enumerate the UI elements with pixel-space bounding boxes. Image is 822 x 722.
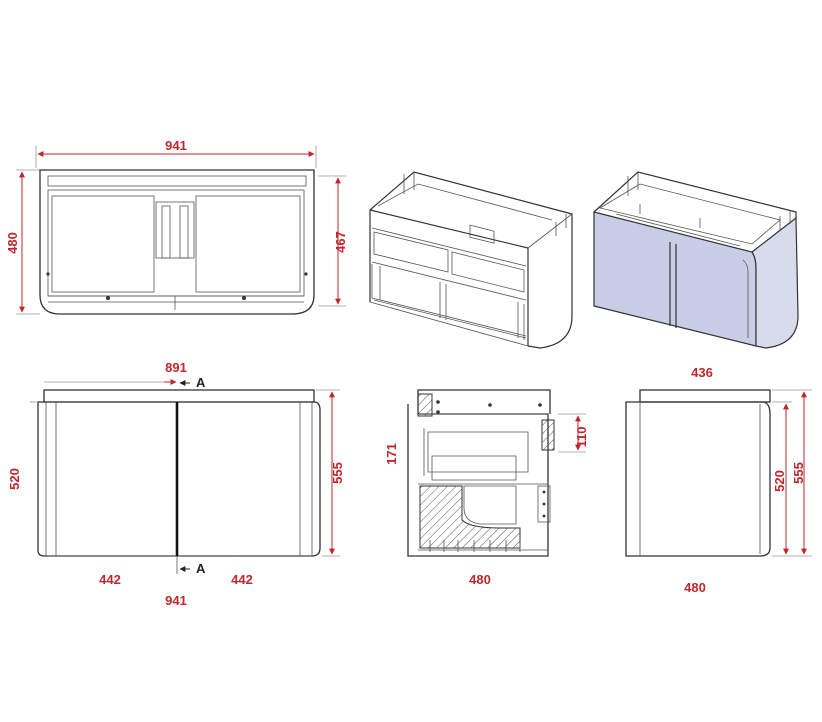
dim-side-depth: 480 bbox=[684, 580, 706, 595]
iso-view-closed bbox=[593, 171, 799, 349]
dim-front-overall-width: 941 bbox=[165, 593, 187, 608]
dim-top-inner-depth: 467 bbox=[333, 231, 348, 253]
dim-top-width: 941 bbox=[165, 138, 187, 153]
dim-front-height-total: 555 bbox=[330, 462, 345, 484]
section-mark-bottom: A bbox=[196, 561, 206, 576]
section-view: 110 171 480 bbox=[384, 389, 589, 587]
dim-front-door-right: 442 bbox=[231, 572, 253, 587]
dim-section-drawer-front: 171 bbox=[384, 443, 399, 465]
dim-front-inner-width: 891 bbox=[165, 360, 187, 375]
dim-section-top-offset: 110 bbox=[574, 427, 589, 448]
side-view: 436 520 555 480 bbox=[625, 365, 812, 595]
dim-front-door-left: 442 bbox=[99, 572, 121, 587]
top-view: 941 480 467 bbox=[5, 138, 348, 315]
dim-section-depth: 480 bbox=[469, 572, 491, 587]
section-mark-top: A bbox=[196, 375, 206, 390]
dim-side-height-total: 555 bbox=[791, 462, 806, 484]
dim-side-top-depth: 436 bbox=[691, 365, 713, 380]
dim-side-height-body: 520 bbox=[772, 470, 787, 492]
dim-top-depth: 480 bbox=[5, 232, 20, 254]
front-view: 891 A 520 555 A 442 442 941 bbox=[7, 360, 345, 608]
iso-view-open bbox=[369, 171, 573, 349]
dim-front-height-body: 520 bbox=[7, 468, 22, 490]
